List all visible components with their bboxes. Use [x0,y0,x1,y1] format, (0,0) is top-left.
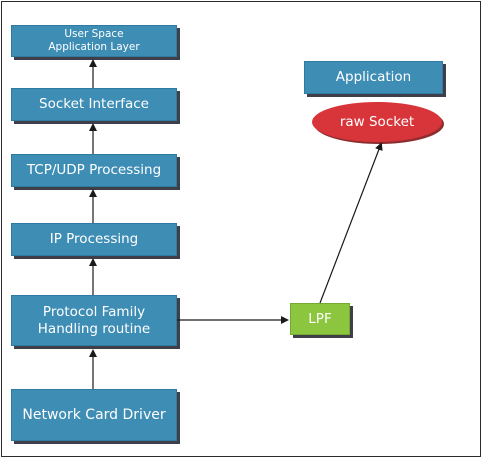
network-card-driver-label: Network Card Driver [22,406,166,423]
user-space-label: User Space [64,28,124,41]
socket-interface-box: Socket Interface [11,88,177,121]
application-label: Application [335,69,412,86]
lpf-label: LPF [308,310,332,327]
network-card-driver-box: Network Card Driver [11,389,177,441]
socket-interface-label: Socket Interface [39,96,149,113]
raw-socket-label: raw Socket [339,114,415,130]
protocol-family-handling-box: Protocol Family Handling routine [11,295,177,346]
user-space-application-layer-box: User Space Application Layer [11,25,177,57]
application-box: Application [304,61,443,94]
tcp-udp-processing-box: TCP/UDP Processing [11,154,177,187]
lpf-box: LPF [290,303,350,335]
handling-routine-label: Handling routine [37,320,151,337]
raw-socket-ellipse: raw Socket [312,102,442,142]
ip-processing-box: IP Processing [11,223,177,256]
application-layer-label: Application Layer [48,41,140,53]
protocol-family-label: Protocol Family [42,304,146,321]
ip-processing-label: IP Processing [49,231,139,248]
tcp-udp-processing-label: TCP/UDP Processing [26,162,162,179]
